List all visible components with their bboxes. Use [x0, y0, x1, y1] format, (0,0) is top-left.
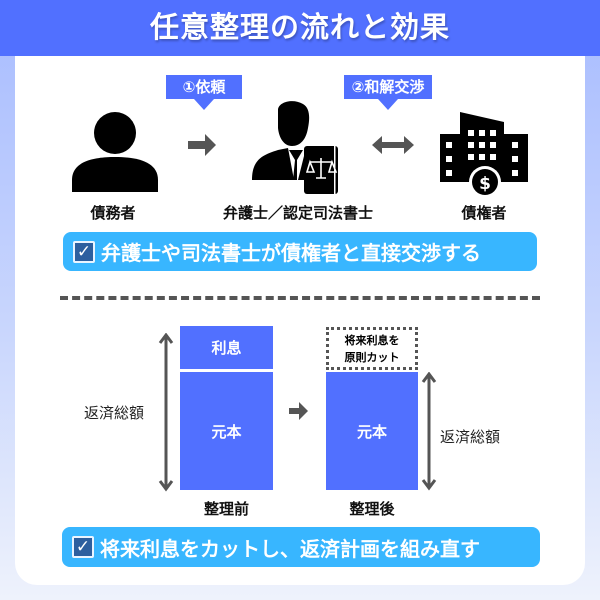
total-after-arrow-icon	[421, 372, 437, 491]
page-title: 任意整理の流れと効果	[0, 0, 600, 56]
total-before-arrow-icon	[158, 333, 174, 492]
lawyer-label: 弁護士／認定司法書士	[222, 204, 373, 222]
step-request-tag: ①依頼	[166, 75, 242, 110]
lawyer-icon	[252, 101, 338, 194]
before-label: 整理前	[203, 500, 249, 518]
creditor-label: 債権者	[461, 204, 507, 222]
step-negotiation-tag: ②和解交渉	[344, 75, 432, 110]
arrow-right-icon	[289, 402, 308, 420]
principal-after-bar: 元本	[326, 372, 418, 490]
interest-cut-line1: 将来利息を	[344, 334, 400, 347]
interest-cut-banner-text: 将来利息をカットし、返済計画を組み直す	[100, 536, 480, 561]
after-label: 整理後	[349, 500, 395, 518]
svg-text:$: $	[479, 174, 491, 194]
arrow-right-icon	[188, 134, 216, 156]
interest-bar: 利息	[180, 326, 273, 369]
person-icon	[72, 112, 158, 192]
creditor-building-icon: $	[440, 112, 528, 198]
total-after-label: 返済総額	[440, 428, 501, 446]
checkbox-icon: ✓	[73, 240, 95, 263]
interest-cut-banner: ✓ 将来利息をカットし、返済計画を組み直す	[62, 527, 540, 567]
double-arrow-icon	[372, 136, 414, 154]
debtor-label: 債務者	[90, 204, 136, 222]
interest-cut-box: 将来利息を 原則カット	[326, 327, 418, 370]
dashed-divider	[60, 296, 540, 300]
interest-cut-line2: 原則カット	[344, 351, 400, 364]
negotiation-banner: ✓ 弁護士や司法書士が債権者と直接交渉する	[63, 232, 537, 271]
total-before-label: 返済総額	[84, 404, 145, 422]
negotiation-banner-text: 弁護士や司法書士が債権者と直接交渉する	[101, 241, 481, 265]
checkbox-icon: ✓	[72, 536, 94, 558]
principal-before-bar: 元本	[180, 372, 273, 490]
